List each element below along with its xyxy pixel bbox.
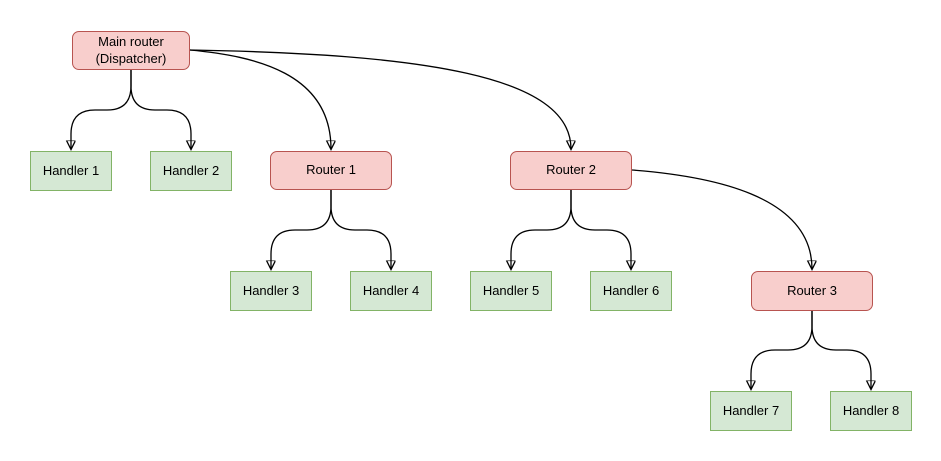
node-handler-1-label: Handler 1 bbox=[42, 162, 100, 178]
edge-router-2-to-router-3 bbox=[631, 169, 812, 269]
node-handler-7: Handler 7 bbox=[710, 391, 792, 431]
node-handler-1: Handler 1 bbox=[30, 151, 112, 191]
node-router-2: Router 2 bbox=[510, 151, 632, 190]
node-handler-4-label: Handler 4 bbox=[362, 282, 420, 298]
node-handler-8: Handler 8 bbox=[830, 391, 912, 431]
edge-main-router-to-router-2 bbox=[189, 49, 571, 149]
node-main-router: Main router (Dispatcher) bbox=[72, 31, 190, 70]
node-handler-6: Handler 6 bbox=[590, 271, 672, 311]
node-main-router-label: Main router (Dispatcher) bbox=[95, 34, 167, 66]
edge-router-3-to-handler-7 bbox=[751, 311, 813, 389]
node-router-1: Router 1 bbox=[270, 151, 392, 190]
edge-router-2-to-handler-6 bbox=[570, 190, 631, 269]
node-handler-3: Handler 3 bbox=[230, 271, 312, 311]
node-handler-5-label: Handler 5 bbox=[482, 282, 540, 298]
node-handler-2-label: Handler 2 bbox=[162, 162, 220, 178]
node-router-3: Router 3 bbox=[751, 271, 873, 311]
node-handler-8-label: Handler 8 bbox=[842, 402, 900, 418]
edge-router-3-to-handler-8 bbox=[811, 311, 871, 389]
node-handler-7-label: Handler 7 bbox=[722, 402, 780, 418]
edge-router-1-to-handler-3 bbox=[271, 190, 332, 269]
node-handler-2: Handler 2 bbox=[150, 151, 232, 191]
node-handler-3-label: Handler 3 bbox=[242, 282, 300, 298]
edge-main-router-to-handler-1 bbox=[71, 70, 132, 149]
node-handler-6-label: Handler 6 bbox=[602, 282, 660, 298]
edge-router-1-to-handler-4 bbox=[330, 190, 391, 269]
node-router-3-label: Router 3 bbox=[787, 282, 837, 298]
edge-main-router-to-router-1 bbox=[189, 49, 331, 149]
node-handler-4: Handler 4 bbox=[350, 271, 432, 311]
node-router-1-label: Router 1 bbox=[306, 162, 356, 178]
edge-main-router-to-handler-2 bbox=[130, 70, 191, 149]
edge-router-2-to-handler-5 bbox=[511, 190, 572, 269]
node-handler-5: Handler 5 bbox=[470, 271, 552, 311]
node-router-2-label: Router 2 bbox=[546, 162, 596, 178]
